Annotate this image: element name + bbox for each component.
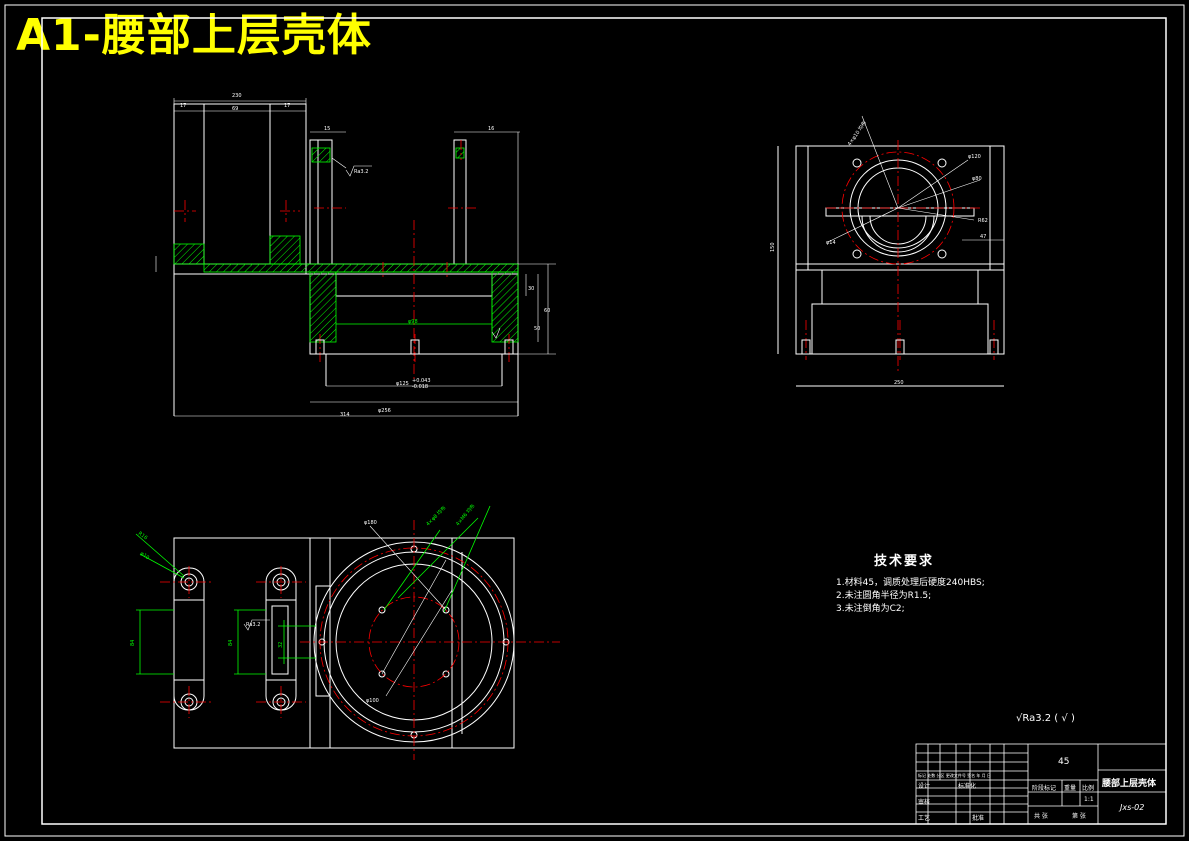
title-block-stage-label: 阶段标记 [1032,785,1057,792]
front-bolt-holes [315,339,514,355]
svg-text:84: 84 [130,640,136,646]
svg-text:φ98: φ98 [408,319,418,325]
title-block-material: 45 [1058,757,1070,767]
svg-text:φ80: φ80 [972,176,982,182]
svg-text:4×M6 均布: 4×M6 均布 [454,503,476,528]
title-block [915,743,1167,825]
title-block-sheet-total: 共 张 [1034,813,1048,820]
title-block-design: 设计 [918,783,931,790]
svg-text:φ256: φ256 [378,408,391,414]
svg-text:4×φ10 均布: 4×φ10 均布 [846,120,868,147]
svg-text:Ra3.2: Ra3.2 [246,622,260,628]
svg-text:60: 60 [544,308,550,314]
title-block-standard: 标准化 [958,783,977,790]
front-section-view [173,103,519,416]
front-dim-texts: 230 17 69 17 15 16 30 50 60 φ256 314 φ12… [180,93,550,418]
svg-text:47: 47 [980,234,986,240]
title-block-scale-value: 1:1 [1084,796,1094,803]
drawing-title: A1-腰部上层壳体 [16,10,372,61]
title-block-check: 审核 [918,799,931,806]
title-block-drawing-no: Jxs-02 [1120,803,1145,812]
general-roughness-note: √Ra3.2 ( √ ) [1016,713,1075,724]
svg-text:32: 32 [278,642,284,648]
bore-tol-upper: +0.043 [412,378,431,384]
tech-req-item-3: 3.未注倒角为C2; [836,604,905,614]
svg-text:R62: R62 [978,218,988,224]
title-block-weight-label: 重量 [1064,785,1077,792]
svg-text:Ra3.2: Ra3.2 [354,169,368,175]
title-block-approve: 批准 [972,815,985,822]
svg-text:φ10: φ10 [139,551,150,561]
svg-text:84: 84 [228,640,234,646]
top-green-dims [135,505,491,675]
tech-requirements: 技术要求 1.材料45，调质处理后硬度240HBS; 2.未注圆角半径为R1.5… [836,550,985,616]
top-roughness-symbol [243,619,270,631]
title-block-sheet-no: 第 张 [1072,813,1086,820]
svg-text:250: 250 [894,380,904,386]
svg-text:φ180: φ180 [364,520,377,526]
front-dimensions [155,98,556,417]
front-center-lines [174,140,510,380]
svg-text:150: 150 [770,242,776,252]
svg-text:230: 230 [232,93,242,99]
front-section-hatch [173,147,519,343]
svg-text:R16: R16 [137,531,149,542]
svg-text:16: 16 [488,126,494,132]
title-block-part-name: 腰部上层壳体 [1102,779,1157,789]
drawing-frame [4,4,1185,837]
tech-requirements-heading: 技术要求 [874,554,935,569]
svg-text:69: 69 [232,106,238,112]
top-dim-texts: 84 84 32 R16 φ10 4×φ8 均布 4×M6 均布 φ180 φ1… [130,503,477,704]
tech-req-item-1: 1.材料45，调质处理后硬度240HBS; [836,578,985,588]
top-center-lines [160,520,560,760]
title-block-revision: 标记 处数 分区 更改文件号 签名 年 月 日 [918,773,991,778]
svg-text:φ14: φ14 [826,240,836,246]
side-view [777,145,1005,387]
svg-text:17: 17 [284,103,290,109]
svg-text:50: 50 [534,326,540,332]
svg-text:314: 314 [340,412,350,418]
svg-text:30: 30 [528,286,534,292]
front-inner-dimension: φ98 [336,296,493,330]
top-view [173,537,515,749]
side-leaders [827,115,1004,243]
side-bolt-holes [801,158,999,355]
top-leaders [369,525,453,697]
title-block-process: 工艺 [918,815,931,822]
svg-text:15: 15 [324,126,330,132]
tech-req-item-2: 2.未注圆角半径为R1.5; [836,591,932,601]
svg-text:4×φ8 均布: 4×φ8 均布 [424,504,447,527]
svg-text:φ120: φ120 [968,154,981,160]
svg-text:17: 17 [180,103,186,109]
title-block-scale-label: 比例 [1082,785,1095,792]
front-roughness-symbol [331,157,501,339]
svg-text:φ125: φ125 [396,381,409,387]
bore-tol-lower: -0.018 [412,384,428,390]
svg-text:φ100: φ100 [366,698,379,704]
